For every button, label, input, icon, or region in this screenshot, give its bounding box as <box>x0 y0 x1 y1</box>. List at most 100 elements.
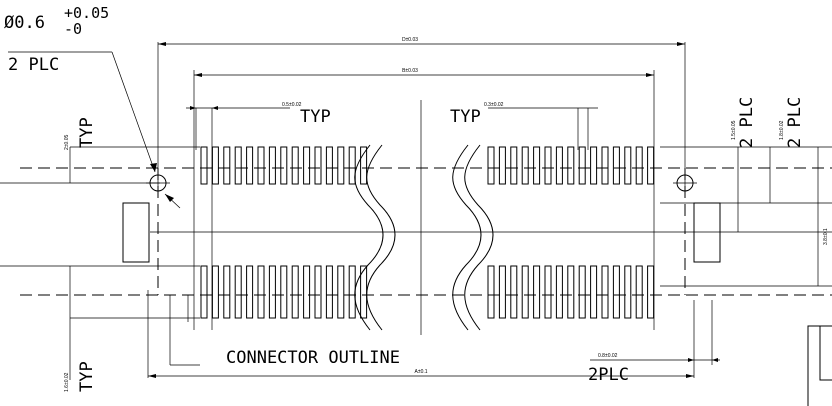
solder-tab-left <box>122 202 150 263</box>
pad-top <box>337 146 345 185</box>
plc-bottom-right-label: 2PLC <box>588 365 629 385</box>
pad-top <box>647 146 655 185</box>
pad-top <box>348 146 356 185</box>
pad-bottom <box>601 265 609 319</box>
pad-bottom <box>624 265 632 319</box>
dim-right-2-label: 1.8±0.02 <box>779 120 785 140</box>
pad-top <box>635 146 643 185</box>
dim-b-label: B±0.03 <box>402 68 418 74</box>
pad-bottom <box>544 265 552 319</box>
pad-bottom <box>348 265 356 319</box>
pad-bottom <box>234 265 242 319</box>
solder-tab-right <box>693 202 721 263</box>
pad-top <box>510 146 518 185</box>
hole-leader <box>8 51 181 209</box>
typ-top-right-label: TYP <box>450 107 481 127</box>
pad-top <box>567 146 575 185</box>
pad-bottom <box>510 265 518 319</box>
pad-bottom <box>325 265 333 319</box>
pad-bottom <box>521 265 529 319</box>
dimension-b <box>194 73 654 77</box>
pad-bottom <box>223 265 231 319</box>
dim-right-total-label: 3.8±0.1 <box>823 228 829 245</box>
pad-bottom <box>303 265 311 319</box>
pad-top <box>521 146 529 185</box>
pad-bottom <box>291 265 299 319</box>
reference-lines <box>0 100 832 380</box>
dim-left-bottom-label: 1.6±0.02 <box>64 372 70 392</box>
pad-top <box>291 146 299 185</box>
dim-d-label: D±0.03 <box>402 37 418 43</box>
pad-bottom <box>612 265 620 319</box>
pad-top <box>612 146 620 185</box>
typ-top-left-label: TYP <box>300 107 331 127</box>
pad-top <box>234 146 242 185</box>
pad-bottom <box>555 265 563 319</box>
pad-bottom <box>200 265 208 319</box>
dim-a-label: A±0.1 <box>414 369 427 375</box>
hole-count-label: 2 PLC <box>8 55 59 75</box>
pad-bottom <box>578 265 586 319</box>
pad-top <box>360 146 368 185</box>
hole-diameter-label: Ø0.6 <box>4 13 45 33</box>
pad-bottom <box>647 265 655 319</box>
pad-top <box>487 146 495 185</box>
typ-left-bottom-vertical-label: TYP <box>77 361 97 392</box>
dimension-pad-width <box>488 107 598 150</box>
pad-bottom <box>487 265 495 319</box>
dimension-d <box>158 42 685 46</box>
mounting-holes <box>146 171 697 195</box>
dimension-pitch <box>186 106 290 330</box>
title-block-corner <box>807 325 832 406</box>
pad-top <box>555 146 563 185</box>
pad-bottom <box>533 265 541 319</box>
pad-top <box>498 146 506 185</box>
connector-outline <box>20 167 832 296</box>
dimension-bottom-right <box>590 358 720 362</box>
hole-tolerance-plus: +0.05 <box>64 4 109 22</box>
pad-bottom <box>635 265 643 319</box>
dim-pitch-label: 0.5±0.02 <box>282 102 302 108</box>
pad-bottom <box>567 265 575 319</box>
pad-top <box>280 146 288 185</box>
plc-right-1-label: 2 PLC <box>737 97 757 148</box>
pad-top <box>533 146 541 185</box>
pad-top <box>303 146 311 185</box>
connector-outline-label: CONNECTOR OUTLINE <box>226 348 400 368</box>
pad-top <box>268 146 276 185</box>
pad-top <box>624 146 632 185</box>
pad-bottom <box>280 265 288 319</box>
pad-top <box>544 146 552 185</box>
dimension-a <box>148 374 694 378</box>
dim-pad-width-label: 0.3±0.02 <box>484 102 504 108</box>
pad-top <box>578 146 586 185</box>
pad-bottom <box>498 265 506 319</box>
pad-top <box>601 146 609 185</box>
pad-top <box>223 146 231 185</box>
break-lines <box>354 144 494 331</box>
pad-bottom <box>314 265 322 319</box>
pad-top <box>257 146 265 185</box>
pad-top <box>211 146 219 185</box>
dim-right-1-label: 1.5±0.05 <box>731 120 737 140</box>
pad-top <box>590 146 598 185</box>
pad-bottom <box>590 265 598 319</box>
pad-bottom <box>211 265 219 319</box>
plc-right-2-label: 2 PLC <box>785 97 805 148</box>
dim-bottom-right-label: 0.8±0.02 <box>598 353 618 359</box>
pad-bottom <box>246 265 254 319</box>
pad-top <box>200 146 208 185</box>
pad-top <box>325 146 333 185</box>
hole-tolerance-minus: -0 <box>64 20 82 38</box>
extension-lines <box>147 42 713 378</box>
pad-top <box>246 146 254 185</box>
pad-bottom <box>337 265 345 319</box>
pad-rows <box>200 146 655 319</box>
typ-left-vertical-label: TYP <box>77 117 97 148</box>
pad-bottom <box>268 265 276 319</box>
pad-bottom <box>257 265 265 319</box>
hole-callout: Ø0.6 +0.05 -0 2 PLC <box>4 4 109 75</box>
dim-left-height-label: 2±0.05 <box>64 135 70 150</box>
pad-top <box>314 146 322 185</box>
